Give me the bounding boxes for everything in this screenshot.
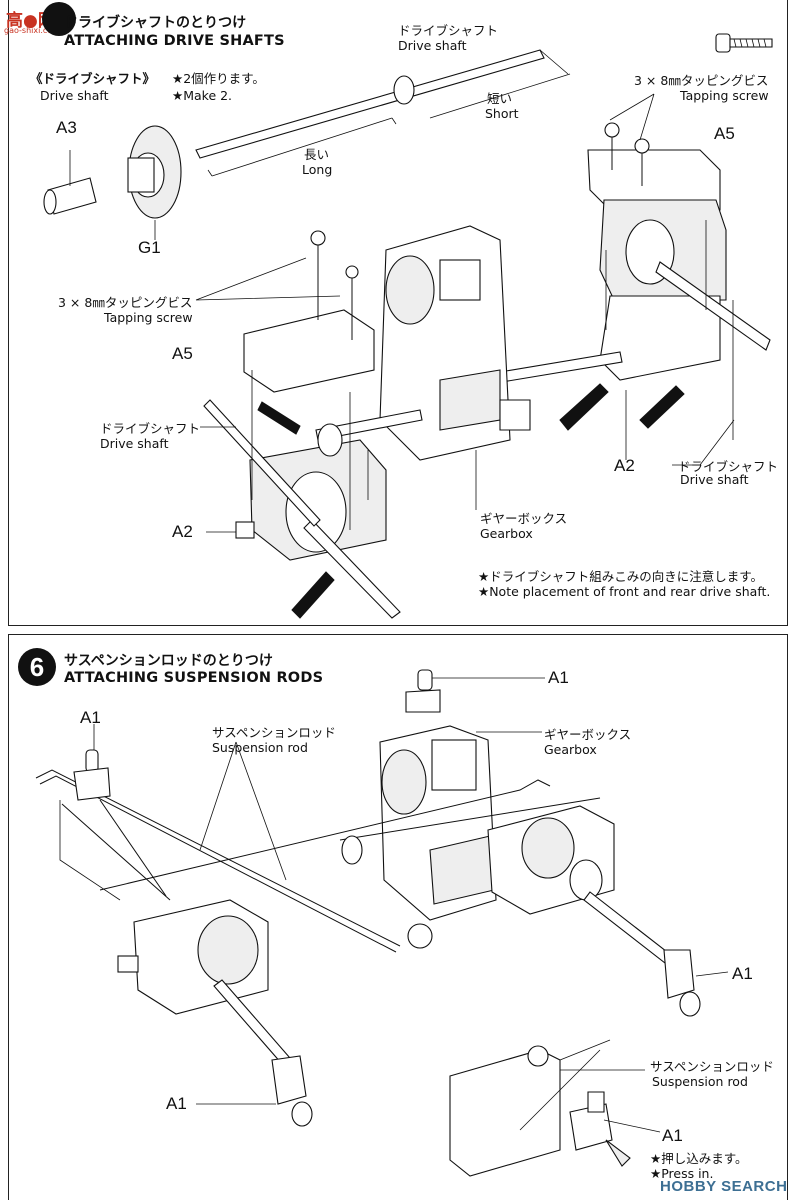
suspension-rods xyxy=(35,741,601,953)
right-axle-box-6 xyxy=(487,805,729,1017)
left-axle-assembly xyxy=(203,230,423,619)
inset-suspension-rod-label-jp: サスペンションロッド xyxy=(650,1059,774,1074)
gearbox-6-label-jp: ギヤーボックス xyxy=(544,727,632,742)
note-jp: ★ドライブシャフト組みこみの向きに注意します。 xyxy=(478,569,763,584)
step6-panel xyxy=(8,634,788,1200)
drive-shaft-left-label-en: Drive shaft xyxy=(100,436,169,451)
drive-shaft-left-label-jp: ドライブシャフト xyxy=(100,421,201,436)
drive-shaft-top-label-en: Drive shaft xyxy=(398,38,467,53)
long-label-en: Long xyxy=(302,162,333,177)
step5-drawing xyxy=(43,33,773,619)
drive-shaft-top-label-jp: ドライブシャフト xyxy=(398,23,499,38)
drive-shaft-right-label-en: Drive shaft xyxy=(680,472,749,487)
step5-title-en: ATTACHING DRIVE SHAFTS xyxy=(64,33,285,49)
step5-number-badge xyxy=(42,2,76,36)
gearbox-label-en: Gearbox xyxy=(480,526,533,541)
drive-shaft-assembly xyxy=(43,49,571,240)
suspension-rod-label-en: Suspension rod xyxy=(212,740,308,755)
suspension-rod-label-jp: サスペンションロッド xyxy=(212,725,336,740)
screw-left-label-en: Tapping screw xyxy=(104,310,193,325)
press-in-note-en: ★Press in. xyxy=(650,1166,714,1181)
watermark-bottom: HOBBY SEARCH xyxy=(660,1178,788,1195)
part-a2-right-label: A2 xyxy=(614,456,635,475)
tapping-screw-icon xyxy=(715,33,773,53)
part-a1-bottom-label: A1 xyxy=(166,1094,187,1113)
right-axle-assembly xyxy=(499,122,771,440)
part-a2-left-label: A2 xyxy=(172,522,193,541)
part-a1-left-label: A1 xyxy=(80,708,101,727)
step5-title-jp: ドライブシャフトのとりつけ xyxy=(64,15,247,31)
step6-title-en: ATTACHING SUSPENSION RODS xyxy=(64,670,324,686)
note-en: ★Note placement of front and rear drive … xyxy=(478,584,771,599)
make-note-en: ★Make 2. xyxy=(172,88,233,103)
screw-left-label-jp: 3 × 8㎜タッピングビス xyxy=(58,295,193,310)
part-a1-top-label: A1 xyxy=(548,668,569,687)
screw-right-label-jp: 3 × 8㎜タッピングビス xyxy=(634,73,769,88)
part-a5-left-label: A5 xyxy=(172,344,193,363)
left-axle-box-6 xyxy=(117,899,313,1127)
leader-lines xyxy=(195,93,735,533)
screw-right-label-en: Tapping screw xyxy=(680,88,769,103)
gearbox-6-label-en: Gearbox xyxy=(544,742,597,757)
part-a1-right-label: A1 xyxy=(732,964,753,983)
drive-shaft-right-label-jp: ドライブシャフト xyxy=(678,459,779,474)
gearbox-center xyxy=(379,225,531,461)
short-label-en: Short xyxy=(485,106,519,121)
drive-shaft-header-jp: 《ドライブシャフト》 xyxy=(30,71,156,86)
gearbox-center-6 xyxy=(379,725,542,921)
press-in-note-jp: ★押し込みます。 xyxy=(650,1151,748,1166)
gearbox-label-jp: ギヤーボックス xyxy=(480,511,568,526)
part-a1-left xyxy=(73,724,167,897)
drive-shaft-header-en: Drive shaft xyxy=(40,88,109,103)
inset-a1-label: A1 xyxy=(662,1126,683,1145)
part-a5-right-label: A5 xyxy=(714,124,735,143)
make-note-jp: ★2個作ります。 xyxy=(172,71,265,86)
part-a3-label: A3 xyxy=(56,118,77,137)
short-label-jp: 短い xyxy=(487,91,513,106)
inset-suspension-rod-label-en: Suspension rod xyxy=(652,1074,748,1089)
part-g1-label: G1 xyxy=(138,238,161,257)
long-label-jp: 長い xyxy=(304,147,330,162)
watermark-top-sub: gao-shixi.com xyxy=(4,26,60,35)
step6-title-jp: サスペンションロッドのとりつけ xyxy=(64,653,273,669)
step6-number-badge: 6 xyxy=(18,648,56,686)
part-a1-top xyxy=(405,669,545,713)
inset-press-in-detail xyxy=(449,1039,661,1177)
